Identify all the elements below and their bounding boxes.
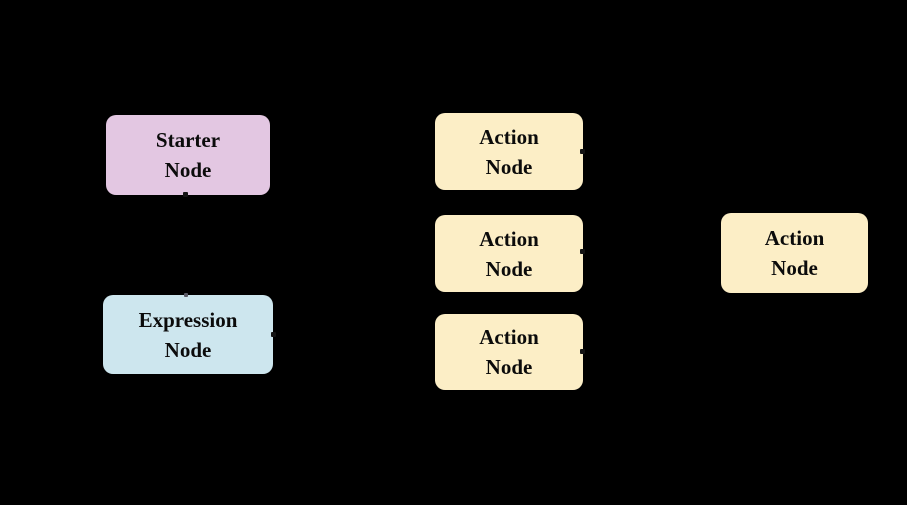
connector-endpoint-dot-action2-right xyxy=(580,249,585,254)
starter-node-label: Starter Node xyxy=(155,128,221,182)
starter-node: Starter Node xyxy=(106,115,270,195)
action-node-3: Action Node xyxy=(435,314,583,390)
connector-endpoint-dot-action1-right xyxy=(580,149,585,154)
action-node-right-label: Action Node xyxy=(764,226,825,280)
expression-node: Expression Node xyxy=(103,295,273,374)
action-node-1-label: Action Node xyxy=(479,124,539,179)
action-node-2-label: Action Node xyxy=(479,226,539,281)
action-node-2: Action Node xyxy=(435,215,583,292)
connector-endpoint-dot-expression-top xyxy=(184,293,188,297)
connector-endpoint-dot-starter-bottom xyxy=(183,192,188,197)
action-node-1: Action Node xyxy=(435,113,583,190)
expression-node-label: Expression Node xyxy=(138,307,238,362)
connector-endpoint-dot-expression-right xyxy=(271,332,276,337)
action-node-3-label: Action Node xyxy=(479,325,539,379)
action-node-right: Action Node xyxy=(721,213,868,293)
connector-endpoint-dot-action3-right xyxy=(580,349,585,354)
